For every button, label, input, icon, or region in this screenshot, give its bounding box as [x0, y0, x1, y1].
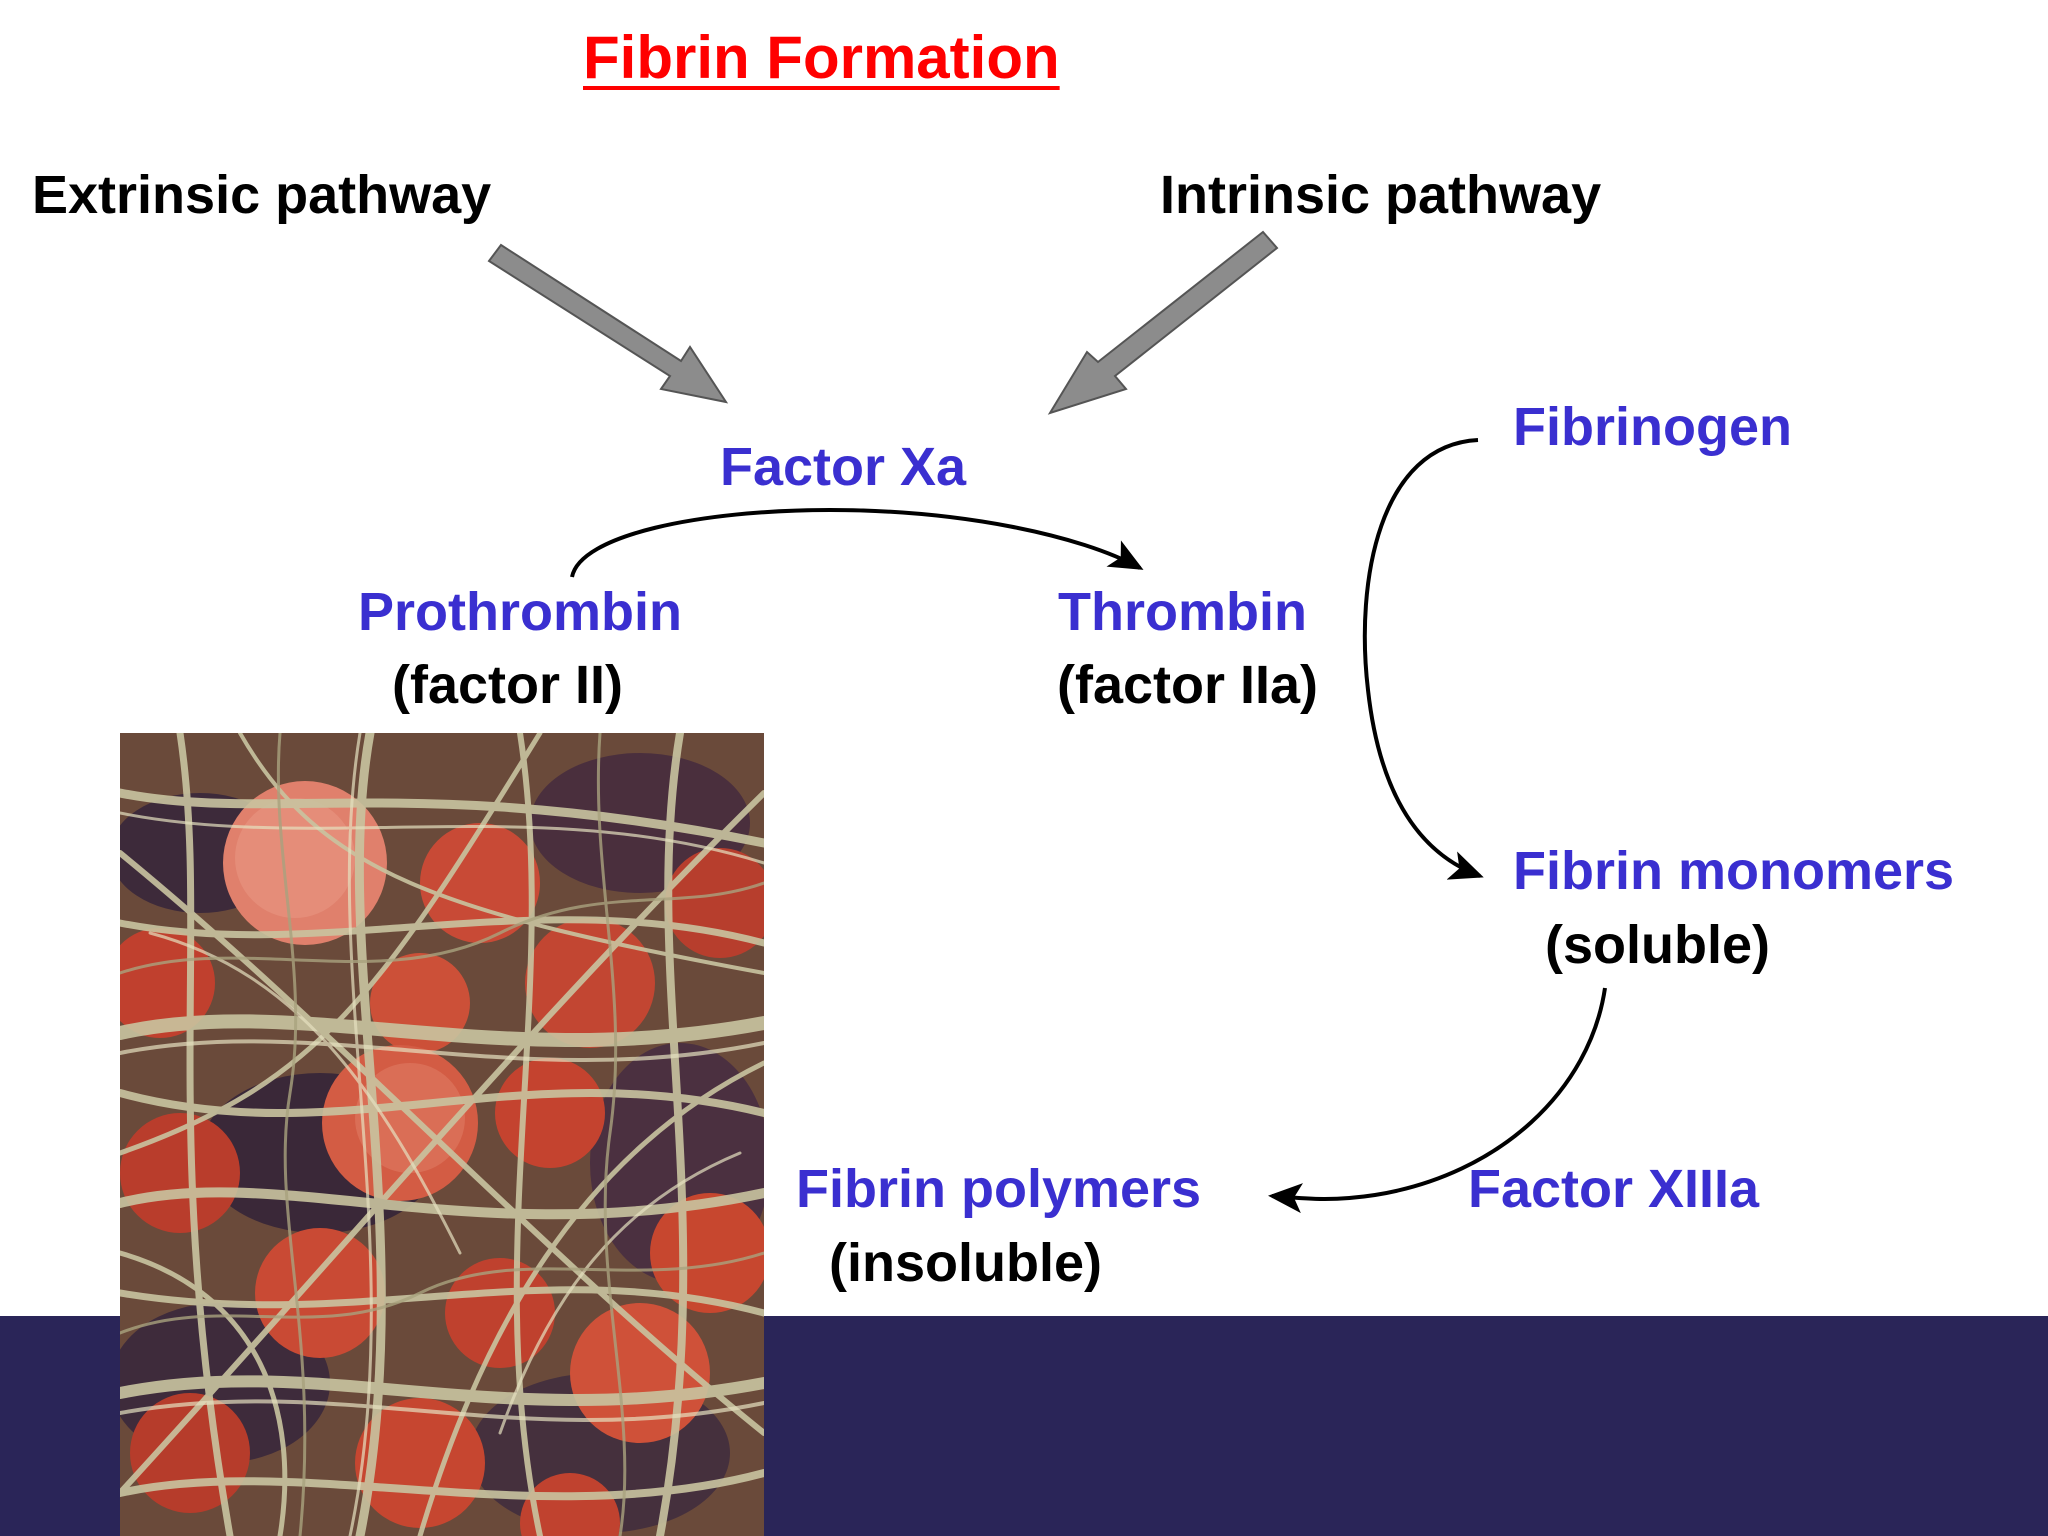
fibrin-monomers-sublabel: (soluble): [1545, 915, 1770, 975]
fibrin-mesh-image: [120, 733, 764, 1536]
fibrin-monomers-label: Fibrin monomers: [1513, 841, 1955, 901]
extrinsic-pathway-label: Extrinsic pathway: [32, 165, 492, 225]
fibrinogen-to-monomers-arrow: [1362, 438, 1484, 880]
diagram-title: Fibrin Formation: [583, 24, 1060, 91]
intrinsic-pathway-label: Intrinsic pathway: [1160, 165, 1602, 225]
prothrombin-sublabel: (factor II): [392, 655, 624, 715]
fibrin-polymers-label: Fibrin polymers: [796, 1159, 1202, 1219]
factor-xiiia-label: Factor XIIIa: [1468, 1159, 1760, 1219]
fibrinogen-label: Fibrinogen: [1513, 397, 1792, 457]
fibrin-polymers-sublabel: (insoluble): [829, 1233, 1102, 1293]
fibrin-mesh-illustration: [120, 733, 764, 1536]
thrombin-sublabel: (factor IIa): [1057, 655, 1319, 715]
prothrombin-label: Prothrombin: [358, 582, 682, 642]
intrinsic-arrow: [1047, 230, 1279, 415]
factor-xa-label: Factor Xa: [720, 437, 967, 497]
prothrombin-to-thrombin-arrow: [570, 507, 1144, 578]
thrombin-label: Thrombin: [1058, 582, 1307, 642]
monomers-to-polymers-arrow: [1268, 987, 1607, 1214]
extrinsic-arrow: [487, 243, 729, 404]
